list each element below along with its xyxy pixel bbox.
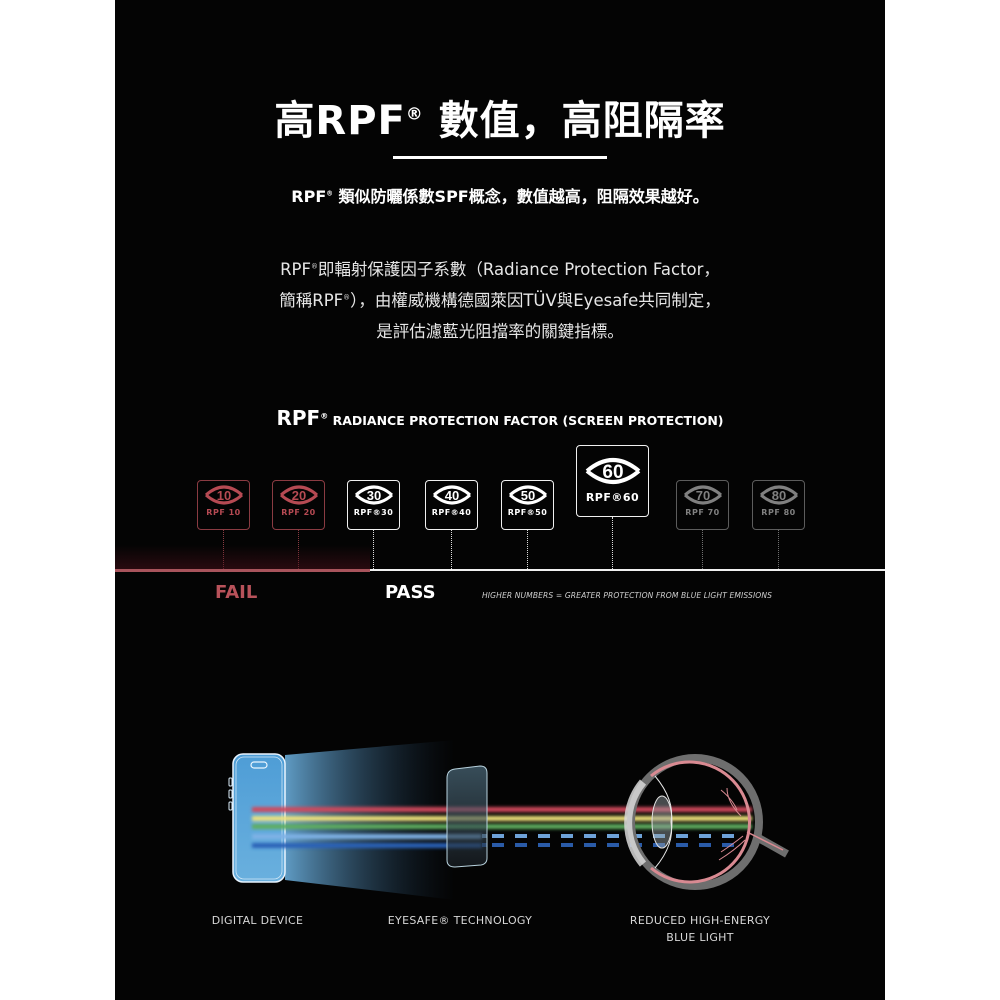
desc-pre: RPF (280, 260, 311, 279)
eye-rating-icon: 40 (432, 485, 471, 505)
caption-line-1: REDUCED HIGH-ENERGY (629, 914, 771, 927)
svg-text:40: 40 (444, 488, 458, 503)
badge-label: RPF®30 (353, 508, 394, 517)
svg-text:60: 60 (602, 462, 623, 483)
pass-label: PASS (385, 582, 436, 603)
rpf-info-panel: 高RPF® 數值，高阻隔率 RPF® 類似防曬係數SPF概念，數值越高，阻隔效果… (115, 0, 885, 1000)
description-line-2: 簡稱RPF®），由權威機構德國萊因TÜV與Eyesafe共同制定， (115, 285, 885, 316)
caption-reduced-blue-light: REDUCED HIGH-ENERGY BLUE LIGHT (620, 912, 780, 946)
badge-label: RPF 80 (761, 508, 796, 517)
rpf-heading-small: RADIANCE PROTECTION FACTOR (SCREEN PROTE… (328, 413, 724, 428)
desc-post: 即輻射保護因子系數（Radiance Protection Factor， (317, 260, 720, 279)
rpf-badge-30: 30 RPF®30 (347, 480, 400, 530)
rpf-badge-70: 70 RPF 70 (676, 480, 729, 530)
eye-rating-icon: 80 (759, 485, 798, 505)
badge-connector (373, 530, 374, 569)
registered-mark: ® (343, 293, 351, 302)
svg-text:50: 50 (520, 488, 534, 503)
blue-light-diagram (228, 740, 789, 900)
description-line-3: 是評估濾藍光阻擋率的關鍵指標。 (376, 322, 624, 341)
subtitle-post: 類似防曬係數SPF概念，數值越高，阻隔效果越好。 (332, 187, 709, 206)
badge-connector (451, 530, 452, 569)
eye-rating-icon: 20 (279, 485, 318, 505)
desc-pre: 簡稱RPF (279, 291, 344, 310)
badge-connector (778, 530, 779, 569)
fail-zone-glow (115, 545, 370, 569)
rpf-scale-heading: RPF® RADIANCE PROTECTION FACTOR (SCREEN … (115, 406, 885, 430)
description: RPF®即輻射保護因子系數（Radiance Protection Factor… (115, 254, 885, 347)
description-line-1: RPF®即輻射保護因子系數（Radiance Protection Factor… (115, 254, 885, 285)
badge-connector (527, 530, 528, 569)
eyesafe-glass-icon (446, 765, 488, 868)
eye-anatomy-icon (624, 754, 789, 890)
badge-label: RPF®50 (507, 508, 548, 517)
title-text-post: 數值，高阻隔率 (423, 98, 726, 144)
caption-digital-device: DIGITAL DEVICE (211, 914, 304, 927)
filtered-blue-rays-icon (482, 834, 734, 847)
rpf-badge-60: 60 RPF®60 (576, 445, 649, 517)
svg-text:10: 10 (216, 488, 230, 503)
eye-rating-icon: 30 (354, 485, 393, 505)
pass-timeline (370, 569, 885, 571)
rpf-badge-50: 50 RPF®50 (501, 480, 554, 530)
caption-line-2: BLUE LIGHT (666, 931, 734, 944)
rpf-badge-20: 20 RPF 20 (272, 480, 325, 530)
title-text-pre: 高RPF (274, 98, 406, 144)
svg-text:20: 20 (291, 488, 305, 503)
rpf-heading-big: RPF (276, 406, 321, 430)
badge-label: RPF®40 (431, 508, 472, 517)
badge-label: RPF 70 (685, 508, 720, 517)
page-title: 高RPF® 數值，高阻隔率 (115, 88, 885, 146)
subtitle: RPF® 類似防曬係數SPF概念，數值越高，阻隔效果越好。 (115, 183, 885, 207)
badge-label: RPF®60 (585, 491, 640, 504)
eye-rating-icon: 60 (585, 458, 640, 484)
subtitle-pre: RPF (291, 187, 327, 206)
rpf-badge-40: 40 RPF®40 (425, 480, 478, 530)
desc-post: ），由權威機構德國萊因TÜV與Eyesafe共同制定， (350, 291, 721, 310)
eye-rating-icon: 70 (683, 485, 722, 505)
scale-hint: HIGHER NUMBERS = GREATER PROTECTION FROM… (482, 591, 773, 600)
rpf-badge-10: 10 RPF 10 (197, 480, 250, 530)
badge-connector (612, 517, 613, 569)
eye-rating-icon: 10 (204, 485, 243, 505)
fail-timeline (115, 569, 370, 572)
registered-mark: ® (326, 189, 333, 198)
rpf-badge-80: 80 RPF 80 (752, 480, 805, 530)
fail-label: FAIL (215, 582, 258, 603)
registered-mark: ® (405, 103, 424, 124)
title-divider (393, 156, 607, 159)
registered-mark: ® (310, 262, 318, 271)
eye-rating-icon: 50 (508, 485, 547, 505)
svg-text:30: 30 (366, 488, 380, 503)
svg-text:70: 70 (695, 488, 709, 503)
badge-label: RPF 20 (281, 508, 316, 517)
registered-mark: ® (320, 411, 329, 421)
badge-label: RPF 10 (206, 508, 241, 517)
badge-connector (702, 530, 703, 569)
svg-text:80: 80 (771, 488, 785, 503)
light-rays-icon (252, 807, 752, 848)
caption-eyesafe-technology: EYESAFE® TECHNOLOGY (387, 914, 533, 927)
